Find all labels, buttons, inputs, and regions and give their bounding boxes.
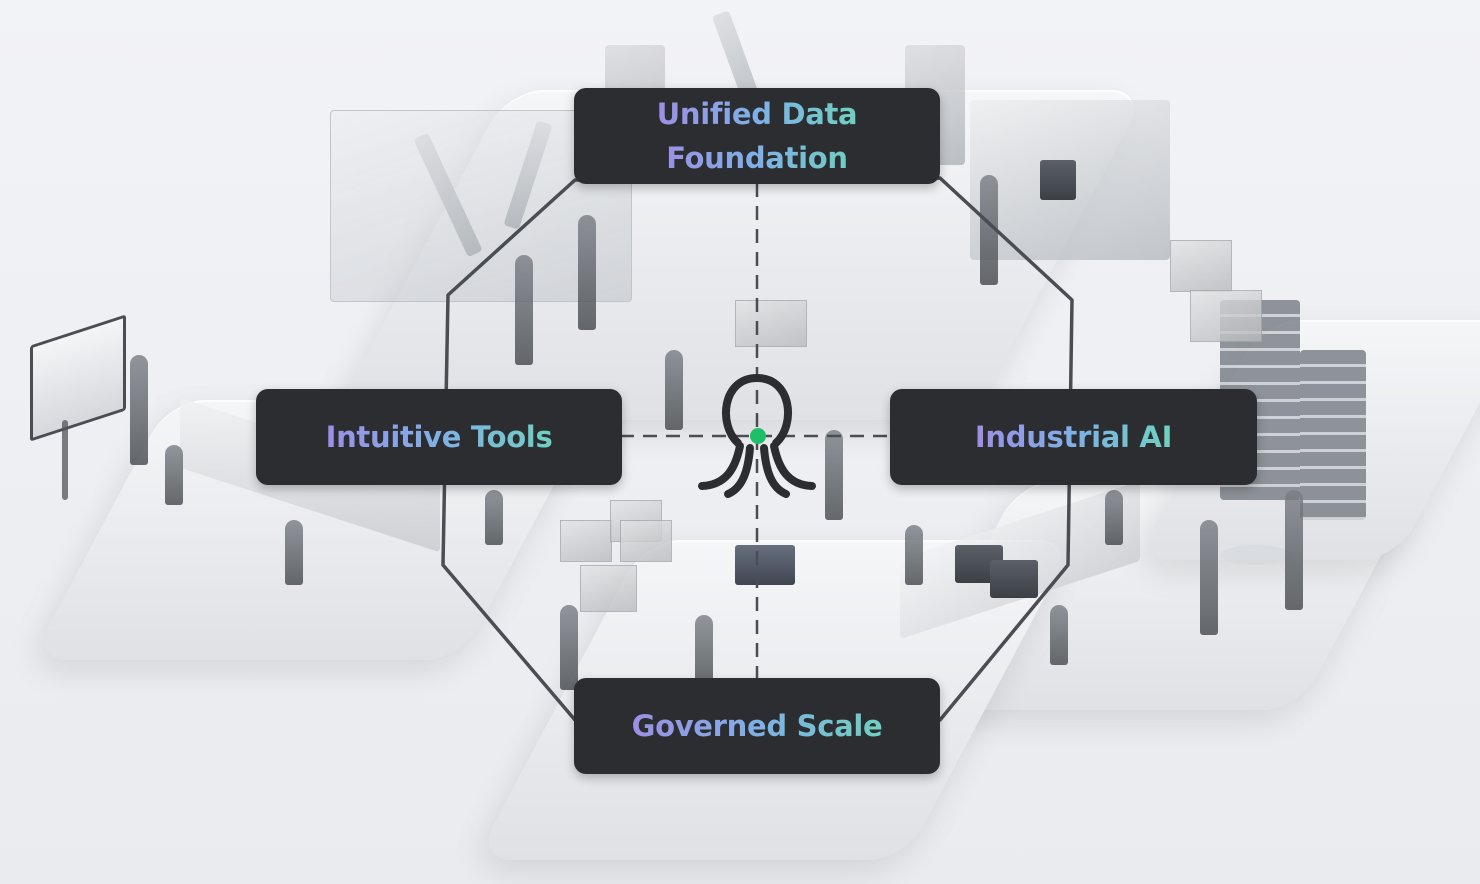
person-office-1 bbox=[905, 525, 923, 585]
stacked-box-1 bbox=[1170, 240, 1232, 292]
display-stand bbox=[62, 420, 68, 500]
person-worker-6 bbox=[560, 605, 578, 690]
control-panel bbox=[735, 545, 795, 585]
shelf-box-4 bbox=[620, 520, 672, 562]
node-label-unified-data-foundation: Unified Data Foundation bbox=[657, 92, 858, 180]
person-worker-3 bbox=[665, 350, 683, 430]
node-label-governed-scale: Governed Scale bbox=[632, 704, 883, 748]
node-label-industrial-ai: Industrial AI bbox=[975, 415, 1172, 459]
person-seated-1 bbox=[165, 445, 183, 505]
person-office-3 bbox=[1050, 605, 1068, 665]
person-worker-7 bbox=[695, 615, 713, 690]
person-presenter bbox=[130, 355, 148, 465]
person-worker-2 bbox=[578, 215, 596, 330]
person-seated-3 bbox=[485, 490, 503, 545]
hub-dot bbox=[750, 428, 766, 444]
shelf-box-3 bbox=[580, 565, 637, 612]
workstation-monitor-2 bbox=[990, 560, 1038, 598]
cart-crate bbox=[735, 300, 807, 347]
person-office-2 bbox=[1105, 490, 1123, 545]
stacked-box-2 bbox=[1190, 290, 1262, 342]
person-worker-1 bbox=[515, 255, 533, 365]
server-rack-2 bbox=[1300, 350, 1366, 520]
shelf-box-1 bbox=[560, 520, 612, 562]
octopus-logo-icon bbox=[698, 374, 816, 498]
node-governed-scale: Governed Scale bbox=[574, 678, 940, 774]
node-label-intuitive-tools: Intuitive Tools bbox=[326, 415, 553, 459]
person-worker-5 bbox=[825, 430, 843, 520]
person-standing-1 bbox=[1200, 520, 1218, 635]
cnc-screen bbox=[1040, 160, 1076, 200]
person-worker-4 bbox=[980, 175, 998, 285]
person-seated-2 bbox=[285, 520, 303, 585]
person-standing-2 bbox=[1285, 490, 1303, 610]
round-table bbox=[1220, 545, 1290, 565]
node-unified-data-foundation: Unified Data Foundation bbox=[574, 88, 940, 184]
node-industrial-ai: Industrial AI bbox=[890, 389, 1257, 485]
octagon-outline bbox=[441, 176, 1074, 722]
node-intuitive-tools: Intuitive Tools bbox=[256, 389, 622, 485]
